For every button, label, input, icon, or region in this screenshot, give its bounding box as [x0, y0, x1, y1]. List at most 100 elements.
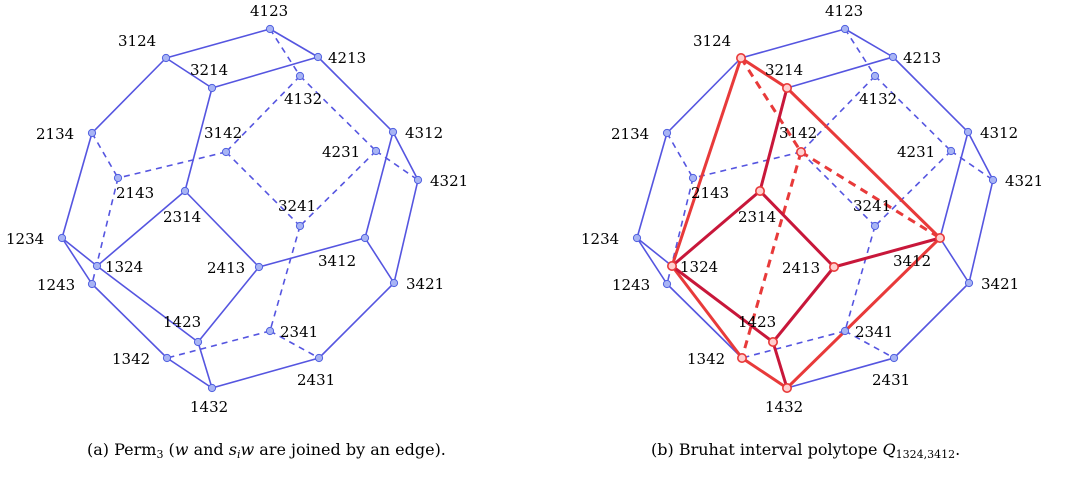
- vertex-3214: [781, 83, 792, 94]
- vertex-label-2314: 2314: [738, 208, 776, 226]
- highlight-edge-3124-1324: [670, 57, 743, 267]
- edge-2431-1432: [211, 357, 320, 389]
- vertex-label-2314: 2314: [163, 208, 201, 226]
- vertex-label-3142: 3142: [779, 124, 817, 142]
- vertex-2143: [113, 173, 123, 183]
- vertex-label-1342: 1342: [112, 350, 150, 368]
- panel-b-highlight-edges: [670, 56, 942, 390]
- vertex-label-4312: 4312: [980, 124, 1018, 142]
- vertex-1243: [87, 279, 97, 289]
- highlight-edge-3142-3412: [800, 150, 941, 240]
- edge-4213-4312: [892, 56, 969, 133]
- edge-2431-1432: [786, 357, 895, 389]
- edge-4312-3412: [939, 131, 969, 239]
- edge-4312-4321: [967, 131, 994, 181]
- vertex-label-1234: 1234: [6, 230, 44, 248]
- edge-4231-4321: [950, 150, 994, 181]
- edge-2341-2431: [269, 330, 320, 359]
- vertex-2134: [662, 128, 672, 138]
- vertex-label-3124: 3124: [118, 32, 156, 50]
- vertex-label-1432: 1432: [190, 398, 228, 416]
- vertex-2431: [314, 353, 324, 363]
- vertex-3421: [389, 278, 399, 288]
- caption-b: (b) Bruhat interval polytope Q1324,3412.: [651, 440, 961, 461]
- vertex-label-1324: 1324: [680, 258, 718, 276]
- vertex-1423: [193, 337, 203, 347]
- edge-4132-3142: [225, 75, 301, 153]
- vertex-label-3241: 3241: [853, 197, 891, 215]
- edge-4213-3214: [211, 56, 319, 89]
- vertex-2413: [828, 261, 839, 272]
- vertex-2431: [889, 353, 899, 363]
- edge-4213-3214: [786, 56, 894, 89]
- highlight-edge-3214-2314: [758, 87, 789, 192]
- edge-4123-4132: [269, 28, 301, 77]
- vertex-label-4132: 4132: [284, 90, 322, 108]
- edge-3421-2431: [893, 282, 970, 359]
- edge-4123-4213: [269, 28, 319, 58]
- vertex-1342: [736, 352, 747, 363]
- edge-4213-4312: [317, 56, 394, 133]
- edge-3241-2341: [269, 225, 301, 332]
- vertex-4231: [946, 146, 956, 156]
- vertex-label-3214: 3214: [190, 61, 228, 79]
- vertex-4231: [371, 146, 381, 156]
- vertex-4213: [313, 52, 323, 62]
- highlight-edge-1432-1342: [741, 356, 788, 390]
- vertex-4312: [388, 127, 398, 137]
- vertex-label-1423: 1423: [738, 313, 776, 331]
- edge-2314-2413: [184, 190, 260, 268]
- edge-4123-3124: [165, 28, 271, 59]
- edge-3124-2134: [91, 57, 167, 134]
- edge-1234-1243: [636, 237, 668, 285]
- vertex-1324: [92, 261, 102, 271]
- highlight-edge-2413-3412: [833, 236, 941, 269]
- edge-3241-2341: [844, 225, 876, 332]
- vertex-label-4321: 4321: [1005, 172, 1043, 190]
- edge-2341-2431: [844, 330, 895, 359]
- vertex-4213: [888, 52, 898, 62]
- vertex-label-1432: 1432: [765, 398, 803, 416]
- vertex-label-3421: 3421: [406, 275, 444, 293]
- edge-2134-1234: [636, 132, 668, 239]
- vertex-4312: [963, 127, 973, 137]
- edge-1342-1432: [166, 357, 213, 389]
- edge-1234-1324: [61, 237, 98, 267]
- vertex-2341: [840, 326, 850, 336]
- vertex-label-3412: 3412: [893, 252, 931, 270]
- edge-4321-3421: [968, 179, 994, 284]
- edge-2134-2143: [666, 132, 694, 179]
- vertex-1234: [57, 233, 67, 243]
- panel-b-vertices: [632, 24, 998, 393]
- vertex-label-3214: 3214: [765, 61, 803, 79]
- vertex-label-2431: 2431: [872, 371, 910, 389]
- vertex-1342: [162, 353, 172, 363]
- vertex-label-4123: 4123: [250, 2, 288, 20]
- caption-a: (a) Perm3 (w and siw are joined by an ed…: [87, 440, 446, 461]
- edge-1234-1324: [636, 237, 673, 267]
- vertex-label-4321: 4321: [430, 172, 468, 190]
- panel-a-vertices: [57, 24, 423, 393]
- edge-2341-1342: [166, 330, 271, 359]
- vertex-4321: [988, 175, 998, 185]
- vertex-3412: [360, 233, 370, 243]
- vertex-2413: [254, 262, 264, 272]
- vertex-label-2143: 2143: [691, 184, 729, 202]
- vertex-label-4132: 4132: [859, 90, 897, 108]
- edge-4132-4231: [874, 75, 952, 152]
- edge-3124-3214: [165, 57, 213, 89]
- vertex-4132: [295, 71, 305, 81]
- vertex-label-2413: 2413: [207, 259, 245, 277]
- vertex-label-3142: 3142: [204, 124, 242, 142]
- vertex-1432: [781, 382, 792, 393]
- edge-4231-3241: [299, 150, 377, 227]
- edge-3421-2431: [318, 282, 395, 359]
- vertex-3412: [934, 233, 945, 244]
- vertex-2143: [688, 173, 698, 183]
- edge-4132-3142: [800, 75, 876, 153]
- vertex-label-1342: 1342: [687, 350, 725, 368]
- vertex-label-4312: 4312: [405, 124, 443, 142]
- vertex-3142: [221, 147, 231, 157]
- edge-2413-3412: [258, 237, 366, 268]
